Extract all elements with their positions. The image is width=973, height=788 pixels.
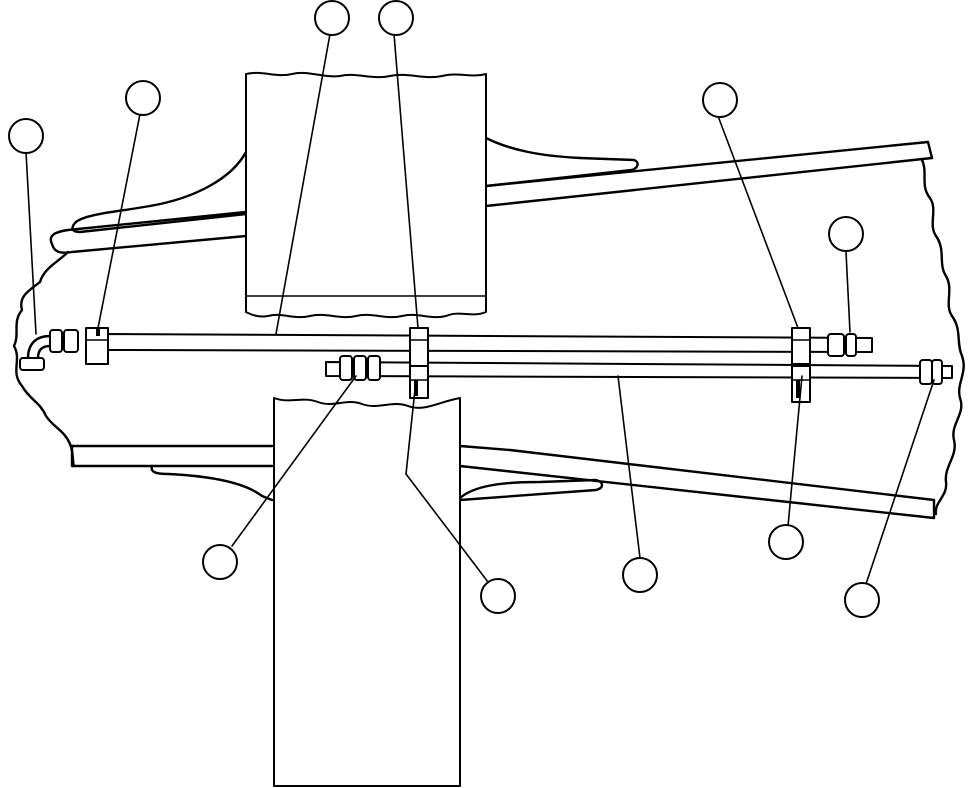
lower-leaf-spring <box>70 444 936 520</box>
left-elbow-nut <box>19 357 45 371</box>
callout-9 <box>622 557 658 593</box>
upper-tube <box>107 333 873 353</box>
lower-block-body <box>273 397 461 787</box>
upper-right-clip <box>791 327 811 365</box>
lower-block <box>273 397 461 787</box>
lower-left-nut-b <box>353 355 367 381</box>
upper-block <box>245 71 487 319</box>
frame-right-break-edge <box>920 158 965 516</box>
lower-right-nut-a <box>919 359 933 385</box>
frame-outline <box>12 158 965 516</box>
upper-right-nut-b <box>845 333 857 357</box>
callout-5 <box>702 82 738 118</box>
upper-leaf-spring <box>49 136 934 254</box>
upper-right-nut-a <box>827 333 845 357</box>
callout-6 <box>828 216 864 252</box>
leader-lines <box>25 33 935 585</box>
callout-3 <box>314 0 350 36</box>
lower-left-nut-c <box>367 355 381 381</box>
callout-7 <box>202 544 238 580</box>
center-clamp <box>409 327 429 399</box>
upper-block-body <box>245 71 487 319</box>
callout-8 <box>480 578 516 614</box>
lower-right-nut-b <box>931 359 943 385</box>
callout-4 <box>378 0 414 36</box>
left-elbow-fitting <box>26 334 52 360</box>
callout-11 <box>844 582 880 618</box>
center-clamp-upper <box>409 327 429 369</box>
callout-2 <box>125 80 161 116</box>
lower-left-nut-a <box>339 355 353 381</box>
upper-left-nut-b <box>63 329 79 353</box>
frame-left-break-edge <box>12 250 76 468</box>
upper-tube-assembly <box>19 327 873 371</box>
callout-10 <box>768 524 804 560</box>
upper-left-nut-a <box>49 329 63 353</box>
center-clamp-lower <box>409 365 429 399</box>
callout-1 <box>8 118 44 154</box>
